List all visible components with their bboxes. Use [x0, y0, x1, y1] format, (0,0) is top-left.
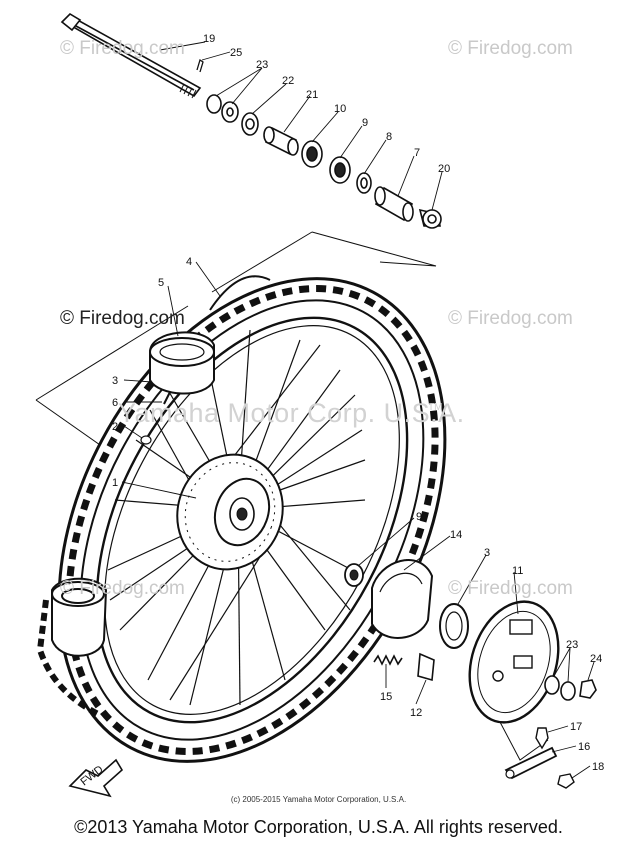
spacer: [241, 112, 259, 136]
part-number: 14: [450, 529, 462, 541]
brake-cam: [417, 652, 435, 682]
part-number: 20: [438, 163, 450, 175]
part-number: 23: [566, 639, 578, 651]
watermark-firedog: © Firedog.com: [448, 578, 573, 599]
leader-lines: [121, 41, 595, 779]
part-number: 12: [410, 707, 422, 719]
washer: [206, 94, 222, 114]
watermark-yamaha: Yamaha Motor Corp. U.S.A.: [118, 398, 465, 428]
axle-nut: [579, 679, 597, 699]
part-number: 24: [590, 653, 602, 665]
part-number: 16: [578, 741, 590, 753]
inner-tube-section: [149, 275, 271, 405]
part-number: 18: [592, 761, 604, 773]
tire-section: [36, 577, 108, 718]
wheel-assembly: [57, 277, 447, 763]
part-number: 10: [334, 103, 346, 115]
part-number: 25: [230, 47, 242, 59]
part-number: 19: [203, 33, 215, 45]
spoke-nipple: [140, 435, 152, 445]
part-number: 22: [282, 75, 294, 87]
watermark-trademark: TM: [428, 402, 443, 413]
part-number: 6: [112, 397, 118, 409]
brake-spring: [373, 654, 403, 666]
part-number: 5: [158, 277, 164, 289]
watermark-firedog: © Firedog.com: [60, 38, 185, 59]
part-number: 15: [380, 691, 392, 703]
brake-assembly: [344, 559, 597, 789]
part-number: 9: [362, 117, 368, 129]
washer-lower: [544, 675, 560, 695]
part-number: 3: [112, 375, 118, 387]
part-number: 7: [414, 147, 420, 159]
lever-bolt: [535, 727, 549, 750]
part-number-labels: 19 25 23 22 21 10 9 8 7 20 4 5 3 6 2 1 9…: [112, 33, 604, 773]
part-number: 17: [570, 721, 582, 733]
part-number: 21: [306, 89, 318, 101]
small-copyright: (c) 2005-2015 Yamaha Motor Corporation, …: [230, 795, 407, 804]
watermark-firedog: © Firedog.com: [60, 308, 185, 329]
part-number: 11: [512, 565, 523, 577]
main-copyright: ©2013 Yamaha Motor Corporation, U.S.A. A…: [74, 817, 563, 837]
watermark-firedog: © Firedog.com: [60, 578, 185, 599]
part-number: 23: [256, 59, 268, 71]
part-number: 4: [186, 256, 192, 268]
watermark-firedog: © Firedog.com: [448, 38, 573, 59]
part-number: 9: [416, 511, 422, 523]
part-number: 2: [112, 421, 118, 433]
cotter-pin: [196, 58, 204, 73]
part-number: 3: [484, 547, 490, 559]
lever-nut: [557, 773, 575, 789]
brake-shoe: [371, 559, 434, 639]
oil-seal: [356, 172, 372, 194]
watermark-firedog: © Firedog.com: [448, 308, 573, 329]
part-number: 8: [386, 131, 392, 143]
axle-assembly: [60, 12, 442, 229]
axle-thread: [179, 83, 197, 99]
forward-arrow-icon: [68, 758, 124, 798]
part-number: 1: [112, 477, 118, 489]
